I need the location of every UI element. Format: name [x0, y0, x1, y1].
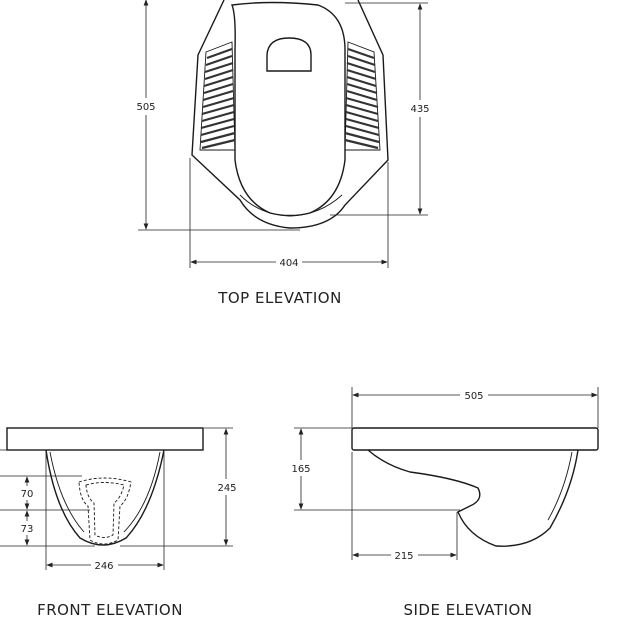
front-dim-246-label: 246: [94, 561, 113, 572]
front-dim-73: 73: [21, 510, 34, 546]
side-elevation-view: 505 165 215 SIDE ELEVATION: [291, 387, 599, 619]
side-body-profile: [367, 449, 579, 547]
side-dim-215-label: 215: [394, 551, 413, 562]
top-pan-outline: [191, 0, 389, 229]
top-dim-435: 435: [330, 2, 430, 216]
top-flush-hole: [266, 37, 312, 72]
front-dim-246: 246: [45, 452, 165, 572]
front-dim-70-label: 70: [21, 489, 34, 500]
top-elevation-view: 505 435 404 TOP ELEVATION: [136, 0, 430, 307]
side-dim-505-label: 505: [464, 391, 483, 402]
front-body-inner: [49, 451, 85, 533]
side-body-inner: [547, 451, 573, 521]
front-elevation-title: FRONT ELEVATION: [37, 601, 183, 619]
front-elevation-view: 70 73 245 246 FRONT ELEVATION: [0, 427, 237, 619]
front-dim-245-label: 245: [217, 483, 236, 494]
top-elevation-title: TOP ELEVATION: [217, 289, 342, 307]
side-dim-215: 215: [351, 452, 458, 562]
side-dim-505: 505: [351, 387, 599, 428]
top-bowl-rim: [231, 1, 346, 217]
top-dim-505-label: 505: [136, 102, 155, 113]
right-foot-grille: [344, 41, 381, 151]
top-dim-505: 505: [136, 0, 300, 231]
left-foot-grille: [199, 41, 236, 151]
front-dim-73-label: 73: [21, 524, 34, 535]
front-dim-70: 70: [21, 476, 34, 510]
side-elevation-title: SIDE ELEVATION: [403, 601, 532, 619]
front-body: [45, 449, 165, 546]
top-rim-inner-line: [239, 194, 343, 217]
side-top-slab: [351, 427, 599, 451]
top-dim-435-label: 435: [410, 104, 429, 115]
side-dim-165-label: 165: [291, 464, 310, 475]
front-dim-245: 245: [120, 427, 237, 547]
top-dim-404-label: 404: [279, 258, 298, 269]
top-dim-404: 404: [189, 158, 389, 269]
front-outlet-dashed: [78, 477, 132, 545]
side-dim-165: 165: [291, 427, 460, 511]
front-top-slab: [6, 427, 204, 451]
